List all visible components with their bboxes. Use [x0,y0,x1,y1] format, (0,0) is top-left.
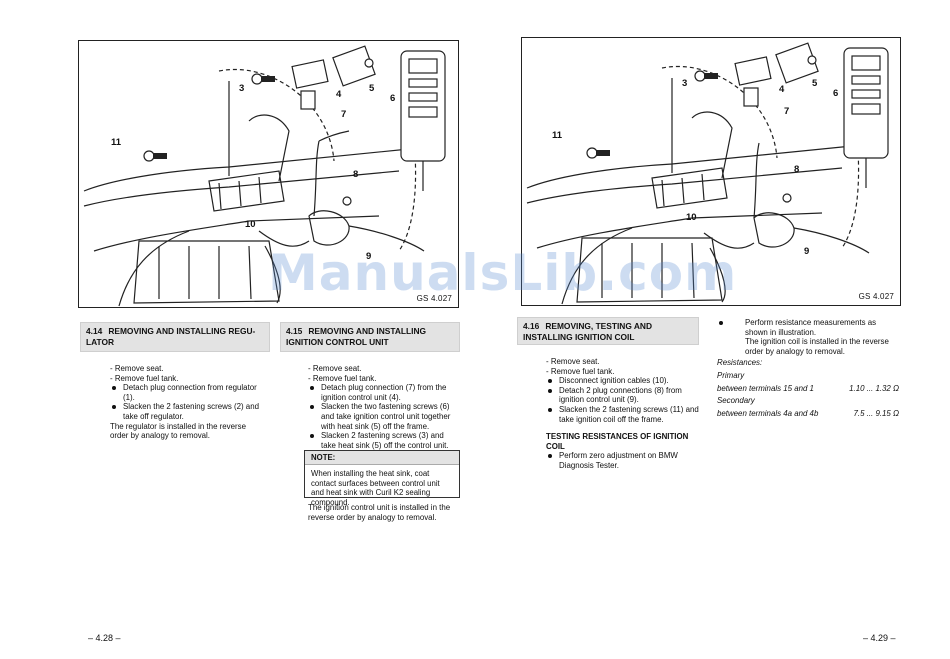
section-4-15-body: - Remove seat. - Remove fuel tank. Detac… [308,364,460,450]
bullet-item: Perform zero adjustment on BMW Diagnosis… [546,451,706,470]
resistance-column: Perform resistance measurements as shown… [717,318,899,418]
secondary-description: between terminals 4a and 4b [717,408,819,418]
section-number: 4.16 [523,321,540,331]
left-figure: 3 4 5 6 7 8 9 10 11 GS 4.027 [78,40,459,308]
callout-5: 5 [812,78,818,89]
callout-4: 4 [336,89,342,100]
section-title: REMOVING AND INSTALLING IGNITION CONTROL… [286,326,427,347]
callout-8: 8 [353,169,359,180]
step-item: - Remove seat. [308,364,362,373]
primary-value: 1.10 ... 1.32 Ω [849,383,899,393]
callout-10: 10 [245,219,256,230]
figure-code: GS 4.027 [858,292,894,301]
bullet-item: Detach plug connection from regulator (1… [110,383,265,402]
step-item: - Remove seat. [546,357,600,366]
secondary-row: between terminals 4a and 4b 7.5 ... 9.15… [717,409,899,419]
step-item: - Remove fuel tank. [110,373,179,383]
test-heading: TESTING RESISTANCES OF IGNITION COIL [546,432,689,451]
bullet-item: Detach plug connection (7) from the igni… [308,383,460,402]
resistances-label: Resistances: [717,358,763,368]
callout-8: 8 [794,164,800,175]
bullet-item: Slacken the 2 fastening screws (11) and … [546,405,706,424]
figure-code: GS 4.027 [416,294,452,303]
step-item: - Remove seat. [110,364,164,373]
step-item: - Remove fuel tank. [308,373,377,383]
bullet-item: Detach 2 plug connections (8) from ignit… [546,386,706,405]
callout-11: 11 [111,137,122,148]
callout-10: 10 [686,212,697,223]
callout-3: 3 [239,83,245,94]
bullet-item: Slacken the 2 fastening screws (2) and t… [110,402,265,421]
note-title: NOTE: [305,451,459,466]
section-4-15-closing: The ignition control unit is installed i… [308,503,460,522]
section-number: 4.14 [86,326,103,336]
callout-3: 3 [682,78,688,89]
page-number: – 4.29 – [863,633,896,643]
section-number: 4.15 [286,326,303,336]
note-body: When installing the heat sink, coat cont… [311,469,440,507]
closing-text: The ignition control unit is installed i… [308,503,451,522]
callout-7: 7 [784,106,790,117]
callout-7: 7 [341,109,347,120]
bullet-item: Slacken the two fastening screws (6) and… [308,402,460,431]
step-item: - Remove fuel tank. [546,366,615,376]
callout-9: 9 [366,251,372,262]
callout-6: 6 [833,88,839,99]
callout-4: 4 [779,84,785,95]
secondary-value: 7.5 ... 9.15 Ω [853,408,899,418]
note-box: NOTE: When installing the heat sink, coa… [304,450,460,507]
callout-11: 11 [552,130,563,141]
closing-text: The regulator is installed in the revers… [110,421,246,441]
page-number: – 4.28 – [88,633,121,643]
bullet-item: Disconnect ignition cables (10). [546,376,706,386]
section-title: REMOVING, TESTING AND INSTALLING IGNITIO… [523,321,653,342]
section-title: REMOVING AND INSTALLING REGU-LATOR [86,326,256,347]
primary-description: between terminals 15 and 1 [717,383,814,393]
bullet-item: Slacken 2 fastening screws (3) and take … [308,431,460,450]
primary-label: Primary [717,370,745,380]
primary-row: between terminals 15 and 1 1.10 ... 1.32… [717,384,899,394]
bullet-item: Perform resistance measurements as shown… [717,318,899,337]
callout-5: 5 [369,83,375,94]
right-diagram-drawing [526,42,889,305]
installed-text: The ignition coil is installed in the re… [745,337,889,356]
left-diagram-drawing [83,45,446,307]
section-4-14-body: - Remove seat. - Remove fuel tank. Detac… [110,364,265,441]
callout-9: 9 [804,246,810,257]
callout-6: 6 [390,93,396,104]
secondary-label: Secondary [717,396,755,406]
right-figure: 3 4 5 6 7 8 9 10 11 GS 4.027 [521,37,901,306]
section-4-16-body: - Remove seat. - Remove fuel tank. Disco… [546,357,706,471]
